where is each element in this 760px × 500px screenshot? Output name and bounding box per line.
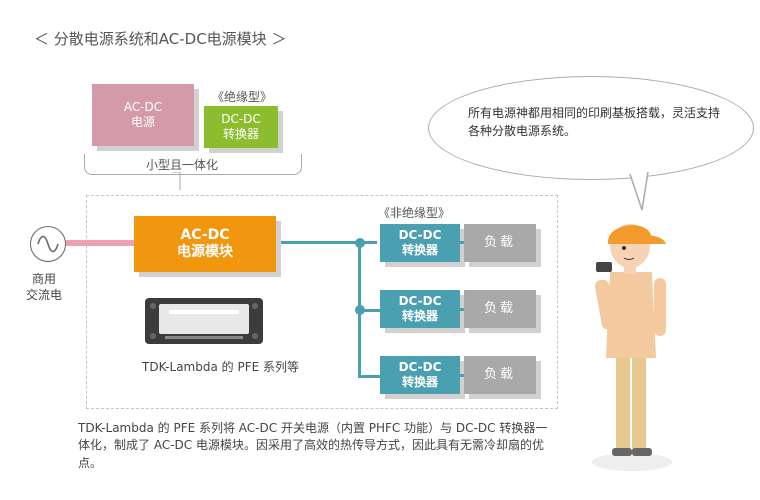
converter-line2: 转换器 xyxy=(401,309,438,323)
converter-line2: 转换器 xyxy=(401,375,438,389)
converter-line2: 转换器 xyxy=(401,243,438,257)
converter-load-wire xyxy=(460,308,466,311)
ac-source-icon xyxy=(30,226,66,262)
load-label: 负载 xyxy=(483,300,516,316)
acdc-power-supply-block: AC-DC 电源 xyxy=(92,84,194,146)
page-title: ＜ 分散电源系统和AC-DC电源模块 ＞ xyxy=(34,30,287,48)
acdc-power-line1: AC-DC xyxy=(123,100,163,114)
converter-line1: DC-DC xyxy=(398,228,442,242)
speech-bubble-text: 所有电源神都用相同的印刷基板搭载，灵活支持各种分散电源系统。 xyxy=(468,106,721,138)
isolated-dcdc-line1: DC-DC xyxy=(221,112,261,126)
bus-wire-main xyxy=(281,241,377,244)
acdc-power-line2: 电源 xyxy=(130,115,155,129)
acdc-module-line1: AC-DC xyxy=(180,226,230,243)
load-block: 负载 xyxy=(464,356,536,394)
isolated-dcdc-converter-block: DC-DC 转换器 xyxy=(204,106,278,148)
pfe-module-photo xyxy=(145,298,263,344)
converter-line1: DC-DC xyxy=(398,360,442,374)
product-label: TDK-Lambda 的 PFE 系列等 xyxy=(142,360,299,374)
load-label: 负载 xyxy=(483,366,516,382)
mains-label-line2: 交流电 xyxy=(26,287,63,302)
worker-character-illustration xyxy=(592,224,672,471)
acdc-power-module-block: AC-DC 电源模块 xyxy=(134,216,276,272)
mains-input-wire xyxy=(66,240,136,246)
mains-label: 商用 交流电 xyxy=(26,272,62,303)
integration-bracket xyxy=(84,154,302,175)
acdc-module-line2: 电源模块 xyxy=(177,244,233,260)
converter-load-wire xyxy=(460,241,466,244)
caption-text: TDK-Lambda 的 PFE 系列将 AC-DC 开关电源（内置 PHFC … xyxy=(78,421,548,470)
bus-junction-dot xyxy=(355,305,365,315)
bus-wire-branch-2 xyxy=(358,309,380,312)
load-label: 负载 xyxy=(483,234,516,250)
speech-bubble-tail xyxy=(629,171,649,211)
converter-load-wire xyxy=(460,374,466,377)
bus-wire-branch-3 xyxy=(358,375,380,378)
dcdc-converter-block: DC-DC 转换器 xyxy=(380,356,460,394)
isolated-dcdc-line2: 转换器 xyxy=(222,127,259,141)
dcdc-converter-block: DC-DC 转换器 xyxy=(380,224,460,262)
distributed-power-system-area xyxy=(86,195,558,409)
dcdc-converter-block: DC-DC 转换器 xyxy=(380,290,460,328)
load-block: 负载 xyxy=(464,224,536,262)
speech-bubble xyxy=(428,76,754,180)
mains-label-line1: 商用 xyxy=(32,272,57,286)
bus-junction-dot xyxy=(355,238,365,248)
converter-line1: DC-DC xyxy=(398,294,442,308)
integration-pointer xyxy=(172,172,181,190)
integration-label: 小型且一体化 xyxy=(146,158,219,172)
non-isolated-type-label: 《非绝缘型》 xyxy=(378,206,451,220)
load-block: 负载 xyxy=(464,290,536,328)
isolated-type-label: 《绝缘型》 xyxy=(212,90,273,104)
